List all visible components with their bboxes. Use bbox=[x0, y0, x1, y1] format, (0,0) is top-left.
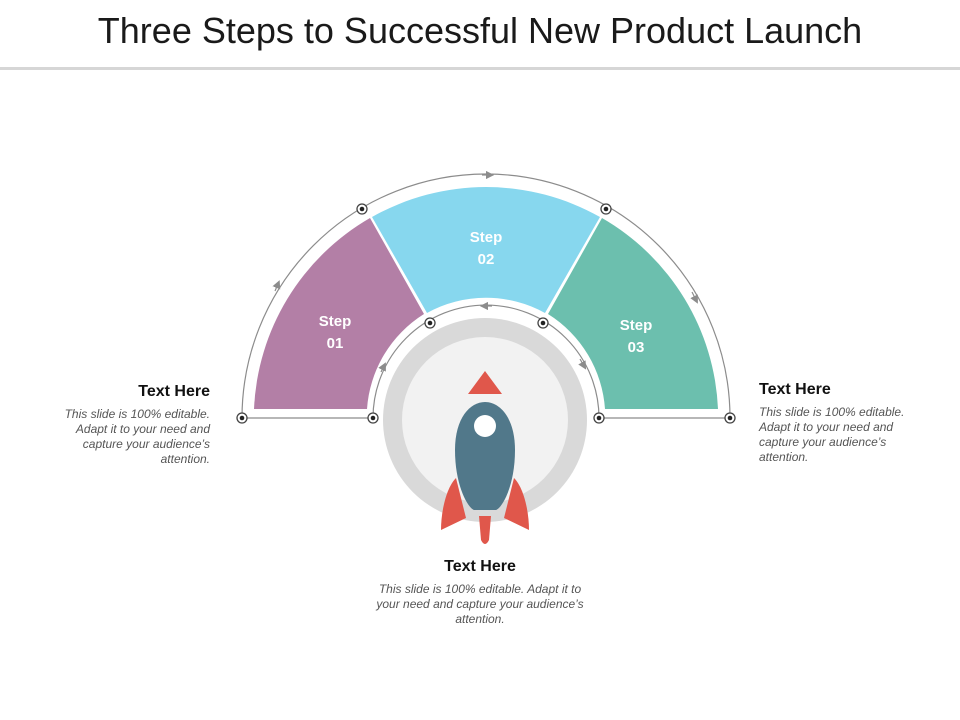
outer-arrow-1 bbox=[272, 280, 281, 292]
inner-arrow-right bbox=[578, 358, 587, 370]
step-01-segment bbox=[254, 218, 424, 409]
right-text-block: Text Here This slide is 100% editable. A… bbox=[759, 381, 924, 465]
step-03-label: Step bbox=[620, 317, 653, 334]
slide-title: Three Steps to Successful New Product La… bbox=[97, 10, 863, 51]
step-02-number: 02 bbox=[478, 251, 495, 268]
step-02-segment bbox=[372, 187, 600, 313]
inner-arrow-left bbox=[378, 362, 386, 373]
left-text-block: Text Here This slide is 100% editable. A… bbox=[40, 383, 210, 467]
outer-arrow-3 bbox=[690, 291, 698, 304]
step-01-number: 01 bbox=[327, 335, 344, 352]
bottom-body: This slide is 100% editable. Adapt it to… bbox=[376, 582, 584, 626]
left-body: This slide is 100% editable. Adapt it to… bbox=[64, 407, 210, 466]
left-heading: Text Here bbox=[138, 383, 210, 400]
rocket-icon bbox=[441, 371, 529, 544]
connector-dots bbox=[236, 203, 736, 424]
bottom-heading: Text Here bbox=[444, 558, 516, 575]
step-01-label: Step bbox=[319, 313, 352, 330]
title-divider bbox=[0, 67, 960, 70]
right-body: This slide is 100% editable. Adapt it to… bbox=[759, 405, 905, 464]
step-02-label: Step bbox=[470, 229, 503, 246]
step-03-number: 03 bbox=[628, 339, 645, 356]
right-heading: Text Here bbox=[759, 381, 831, 398]
step-03-segment bbox=[548, 218, 718, 409]
bottom-text-block: Text Here This slide is 100% editable. A… bbox=[370, 558, 590, 627]
